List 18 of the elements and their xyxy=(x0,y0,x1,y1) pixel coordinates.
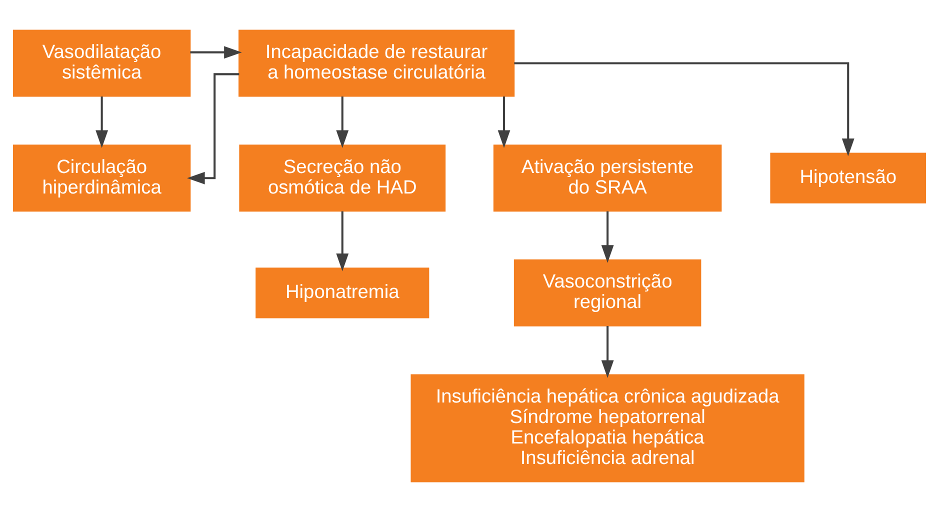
node-box: Hiponatremia xyxy=(256,268,430,318)
arrow xyxy=(514,62,854,156)
node-box: Secreção não osmótica de HAD xyxy=(239,144,446,212)
node-box: Vasoconstrição regional xyxy=(514,259,702,326)
node-box: Circulação hiperdinâmica xyxy=(12,144,191,212)
arrow xyxy=(187,73,240,184)
arrow xyxy=(601,211,614,263)
arrow xyxy=(601,326,614,378)
arrow xyxy=(96,96,108,148)
arrow xyxy=(190,46,242,59)
node-box: Vasodilatação sistêmica xyxy=(12,30,191,97)
node-box: Incapacidade de restaurar a homeostase circulatória xyxy=(238,30,515,97)
arrow xyxy=(336,96,349,148)
arrow xyxy=(498,96,510,148)
node-box: Hipotensão xyxy=(770,152,926,204)
node-box: Ativação persistente do SRAA xyxy=(493,144,722,212)
node-box: Insuficiência hepática crônica agudizada Síndrome hepatorrenal Encefalopatia hepática Insuficiência adrenal xyxy=(410,374,804,482)
arrow xyxy=(336,211,349,272)
